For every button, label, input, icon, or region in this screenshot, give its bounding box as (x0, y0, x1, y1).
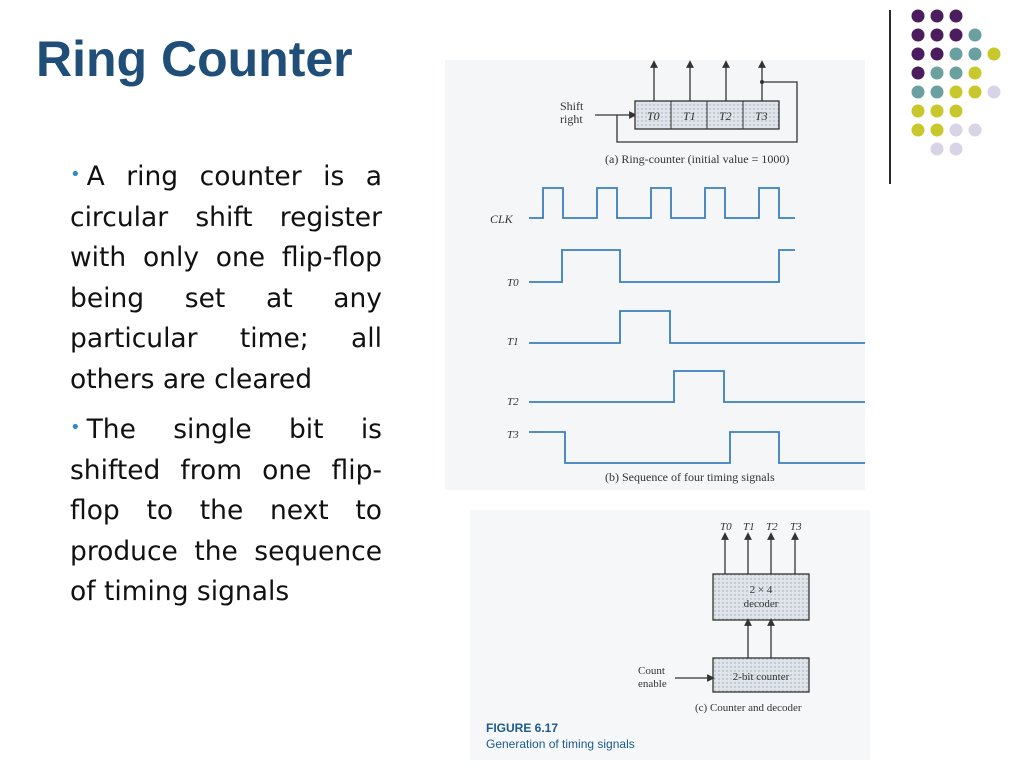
right-label: right (560, 112, 583, 126)
decorative-dot (911, 28, 925, 42)
decorative-dot (930, 104, 944, 118)
signal-label-t2: T2 (507, 396, 519, 408)
bullet-item: •A ring counter is a circular shift regi… (70, 155, 382, 400)
ring-counter-diagram: Shift right T0 T1 T2 T3 (a) Ring-counter… (560, 60, 798, 166)
waveform-clk (529, 187, 795, 219)
decorative-dot (949, 123, 963, 137)
figure-counter-decoder: T0 T1 T2 T3 2 × 4 decoder 2-bit counter … (470, 510, 870, 760)
figure-ring-and-timing: Shift right T0 T1 T2 T3 (a) Ring-counter… (445, 60, 865, 490)
figure-title: Generation of timing signals (486, 737, 635, 751)
counter-label: 2-bit counter (733, 671, 790, 683)
waveform-t3 (529, 431, 865, 464)
decorative-dot (968, 66, 982, 80)
waveform-t2 (529, 370, 865, 403)
decorative-dot (930, 142, 944, 156)
decoder-out-t3: T3 (790, 521, 802, 533)
decorative-dot (949, 142, 963, 156)
decoder-out-t2: T2 (766, 521, 778, 533)
decorative-dot (949, 66, 963, 80)
decorative-dot (911, 47, 925, 61)
ring-caption: (a) Ring-counter (initial value = 1000) (605, 152, 789, 166)
cell-t2: T2 (719, 109, 732, 123)
figure-number: FIGURE 6.17 (486, 721, 558, 735)
decorative-divider (889, 10, 891, 184)
bullet-item: •The single bit is shifted from one flip… (70, 408, 382, 613)
cell-t1: T1 (683, 109, 696, 123)
decorative-dot (987, 47, 1001, 61)
timing-diagram: CLK T0 T1 T2 T3 (b) Sequence of four tim… (490, 187, 865, 484)
cell-t0: T0 (647, 109, 660, 123)
bullet-icon: • (70, 164, 81, 185)
decoder-out-t1: T1 (743, 521, 755, 533)
decorative-dot (930, 66, 944, 80)
decorative-dot (930, 9, 944, 23)
enable-label: enable (638, 678, 667, 690)
decorative-dot (968, 123, 982, 137)
decoder-out-t0: T0 (720, 521, 732, 533)
decoder-label-size: 2 × 4 (750, 584, 773, 596)
decorative-dot (968, 28, 982, 42)
decorative-dot (949, 9, 963, 23)
decoder-box (712, 573, 810, 621)
decorative-dot (968, 85, 982, 99)
decorative-dot (987, 85, 1001, 99)
decorative-dot (911, 85, 925, 99)
counter-box (712, 657, 810, 693)
decorative-dot (949, 85, 963, 99)
decorative-dot-grid (911, 9, 1001, 156)
decoder-label: decoder (744, 598, 779, 610)
cell-t3: T3 (755, 109, 768, 123)
bullet-icon: • (70, 417, 81, 438)
decorative-dot (930, 85, 944, 99)
signal-label-t0: T0 (507, 277, 519, 289)
waveform-t0 (529, 249, 795, 283)
decorative-dot (911, 123, 925, 137)
timing-caption: (b) Sequence of four timing signals (605, 470, 775, 484)
decoder-caption: (c) Counter and decoder (695, 702, 802, 714)
waveform-t1 (529, 310, 865, 344)
decorative-dot (911, 9, 925, 23)
decorative-dot (968, 47, 982, 61)
slide-title: Ring Counter (36, 31, 353, 87)
decorative-dot (930, 47, 944, 61)
decorative-dot (949, 28, 963, 42)
bullet-list: •A ring counter is a circular shift regi… (70, 155, 382, 621)
signal-label-t3: T3 (507, 429, 519, 441)
decorative-dot (911, 104, 925, 118)
bullet-text: The single bit is shifted from one flip-… (70, 414, 382, 607)
shift-label: Shift (560, 99, 584, 113)
signal-label-t1: T1 (507, 336, 519, 348)
decorative-dot (930, 28, 944, 42)
decorative-dot (911, 66, 925, 80)
decorative-dot (930, 123, 944, 137)
decorative-dot (949, 104, 963, 118)
bullet-text: A ring counter is a circular shift regis… (70, 161, 382, 395)
count-label: Count (638, 665, 665, 677)
signal-label-clk: CLK (490, 212, 514, 226)
decorative-dot (949, 47, 963, 61)
